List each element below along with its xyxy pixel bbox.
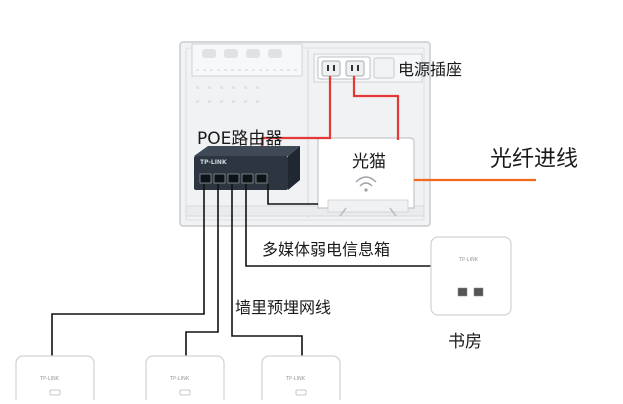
bottom-ap-left: TP-LINK: [15, 355, 95, 404]
media-box-label: 多媒体弱电信息箱: [262, 240, 391, 259]
bottom-ap-middle: TP-LINK: [145, 355, 225, 404]
router-modem-cable: [267, 184, 318, 205]
poe-router: TP-LINK: [194, 146, 300, 190]
power-socket: [317, 56, 395, 80]
svg-text:TP-LINK: TP-LINK: [39, 376, 60, 382]
study-room-ap: TP-LINK: [430, 236, 512, 316]
optical-modem-label: 光猫: [352, 152, 386, 172]
router-brand: TP-LINK: [200, 159, 227, 166]
wall-cable-label: 墙里预埋网线: [235, 298, 332, 317]
svg-text:TP-LINK: TP-LINK: [169, 376, 190, 382]
bottom-ap-right: TP-LINK: [261, 355, 341, 404]
ap-brand-label: TP-LINK: [458, 257, 479, 263]
svg-text:TP-LINK: TP-LINK: [285, 376, 306, 382]
ethernet-port-icon: [199, 173, 268, 184]
fiber-in-label: 光纤进线: [490, 147, 579, 172]
study-room-label: 书房: [448, 332, 482, 352]
optical-modem: [317, 137, 415, 217]
poe-router-label: POE路由器: [197, 129, 283, 149]
power-socket-label: 电源插座: [398, 60, 463, 79]
wifi-icon: [355, 176, 377, 192]
